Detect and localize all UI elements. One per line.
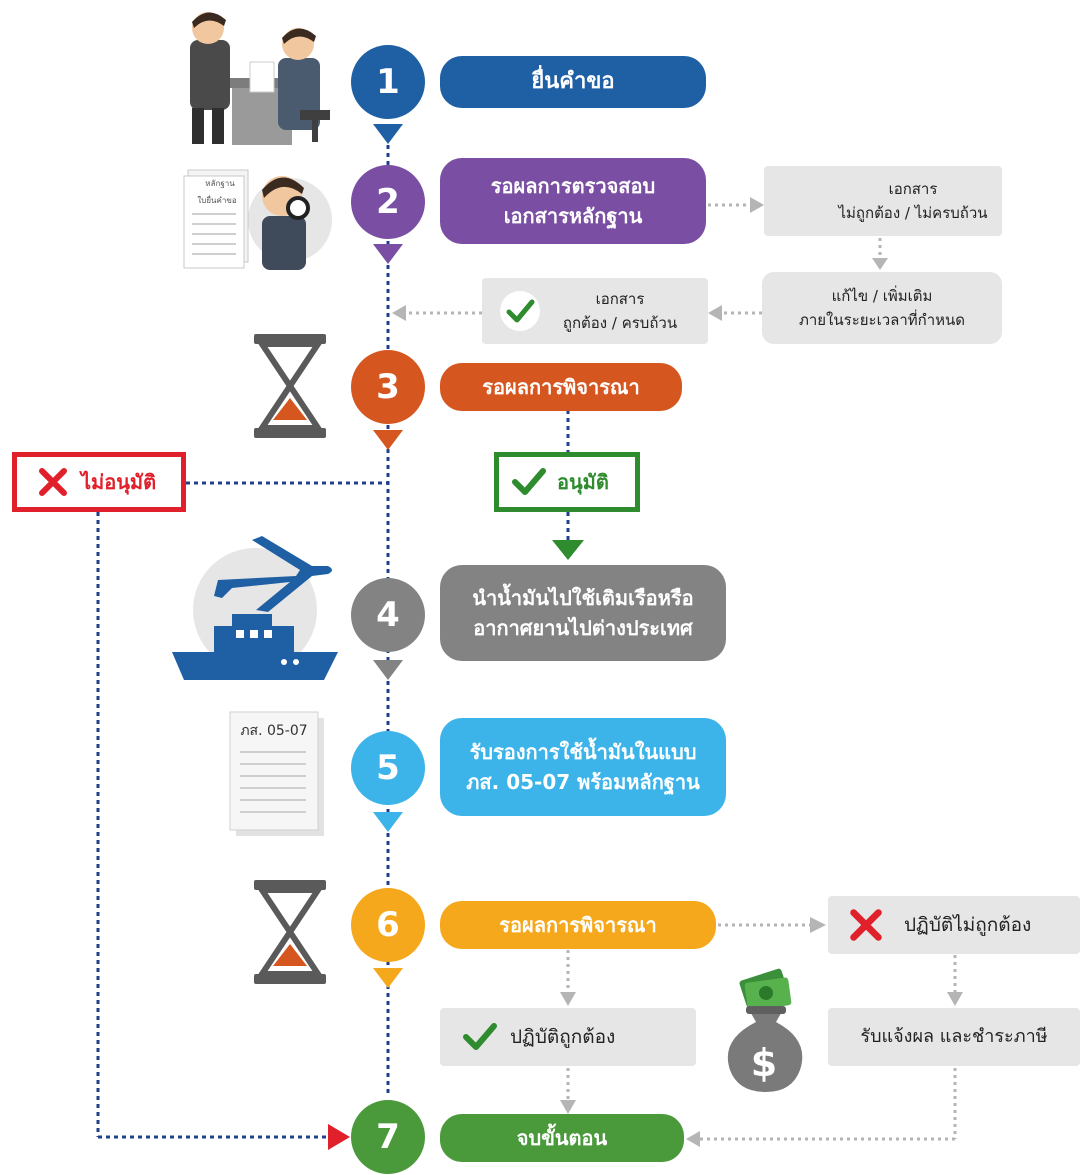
check-icon — [512, 468, 546, 495]
approved-label: อนุมัติ — [557, 470, 609, 494]
form-document-illustration — [229, 711, 324, 836]
step-1-label: ยื่นคำขอ — [440, 56, 706, 108]
arrow-practice-end — [560, 1100, 576, 1114]
step-3-label: รอผลการพิจารณา — [440, 363, 682, 411]
arrow-step3 — [373, 430, 403, 450]
not-approved-label: ไม่อนุมัติ — [81, 470, 157, 494]
step-6-number: 6 — [351, 888, 425, 962]
cross-icon — [850, 909, 882, 941]
handshake-illustration — [190, 12, 330, 145]
step-5-number: 5 — [351, 731, 425, 805]
svg-text:$: $ — [751, 1041, 777, 1085]
step-7-number: 7 — [351, 1100, 425, 1174]
form-label: ภส. 05-07 — [240, 723, 308, 739]
arrow-practice-incorrect — [810, 917, 826, 933]
not-approved-box: ไม่อนุมัติ — [12, 452, 186, 512]
doc-incorrect-note: เอกสาร ไม่ถูกต้อง / ไม่ครบถ้วน — [764, 166, 1002, 236]
practice-correct-box: ปฏิบัติถูกต้อง — [440, 1008, 696, 1066]
check-icon — [463, 1023, 497, 1050]
practice-correct-label: ปฏิบัติถูกต้อง — [510, 1026, 616, 1048]
arrow-doc-correct — [708, 305, 722, 321]
practice-incorrect-box: ปฏิบัติไม่ถูกต้อง — [828, 896, 1080, 954]
documents-label-1: หลักฐาน — [205, 178, 235, 188]
step-4-number: 4 — [351, 578, 425, 652]
step-5-label: รับรองการใช้น้ำมันในแบบ ภส. 05-07 พร้อมห… — [440, 718, 726, 816]
arrow-doc-incorrect — [750, 197, 764, 213]
step-4-label: นำน้ำมันไปใช้เติมเรือหรือ อากาศยานไปต่าง… — [440, 565, 726, 661]
step-7-label: จบขั้นตอน — [440, 1114, 684, 1162]
arrow-step1 — [373, 124, 403, 144]
check-icon — [500, 291, 540, 331]
arrow-step4 — [373, 660, 403, 680]
step-2-number: 2 — [351, 165, 425, 239]
arrow-practice-correct — [560, 992, 576, 1006]
hourglass-icon — [254, 334, 326, 438]
step-2-label: รอผลการตรวจสอบ เอกสารหลักฐาน — [440, 158, 706, 244]
arrow-to-end — [328, 1124, 350, 1150]
arrow-step2 — [373, 244, 403, 264]
practice-incorrect-label: ปฏิบัติไม่ถูกต้อง — [904, 914, 1032, 936]
arrow-step5 — [373, 812, 403, 832]
document-inspection-illustration — [183, 169, 332, 270]
documents-label-2: ใบยื่นคำขอ — [197, 195, 237, 205]
money-bag-icon: $ — [727, 968, 803, 1092]
step-1-number: 1 — [351, 45, 425, 119]
arrow-notify-end — [686, 1131, 700, 1147]
arrow-notify — [947, 992, 963, 1006]
fix-docs-note: แก้ไข / เพิ่มเติม ภายในระยะเวลาที่กำหนด — [762, 272, 1002, 344]
hourglass-icon — [254, 880, 326, 984]
step-6-label: รอผลการพิจารณา — [440, 901, 716, 949]
arrow-approved — [552, 540, 584, 560]
step-3-number: 3 — [351, 350, 425, 424]
plane-ship-illustration — [172, 536, 338, 680]
notify-pay-tax-box: รับแจ้งผล และชำระภาษี — [828, 1008, 1080, 1066]
arrow-step6 — [373, 968, 403, 988]
cross-icon — [39, 468, 67, 496]
arrow-fix — [872, 258, 888, 270]
arrow-to-spine — [392, 305, 406, 321]
approved-box: อนุมัติ — [494, 452, 640, 512]
